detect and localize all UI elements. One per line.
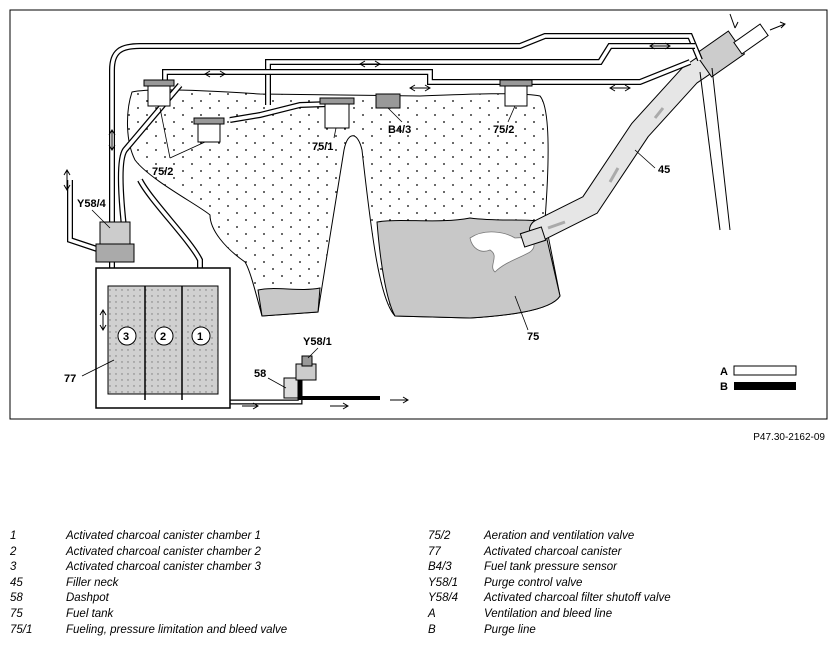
legend-desc: Activated charcoal canister chamber 3 [66,561,261,574]
legend-desc: Dashpot [66,592,109,605]
legend-key: 3 [10,561,17,574]
label-75-1: 75/1 [312,141,333,153]
legend-key: 75/2 [428,530,451,542]
legend-desc: Activated charcoal filter shutoff valve [484,592,671,605]
chamber-2-badge [154,326,174,346]
label-75-2-left: 75/2 [152,166,173,178]
leader-lines [81,105,656,389]
label-y58-1: Y58/1 [303,336,332,348]
label-y58-4: Y58/4 [77,198,107,210]
legend-row: 77 Activated charcoal canister [428,546,671,562]
legend-row: 2 Activated charcoal canister chamber 2 [10,546,287,562]
label-chamber-2: 2 [160,331,166,343]
dashpot-58 [283,377,299,399]
legend-row: Y58/1 Purge control valve [428,577,671,593]
legend-row: 75/1 Fueling, pressure limitation and ble… [10,624,287,640]
legend-key: Y58/1 [428,576,459,589]
diagram-frame [9,9,828,420]
key-b-label: B [720,381,728,393]
label-58: 58 [254,368,266,380]
legend-desc: Aeration and ventilation valve [484,530,635,542]
fuel-level-left [257,287,321,317]
legend-key: 2 [10,545,17,558]
legend-desc: Fueling, pressure limitation and bleed v… [66,623,288,636]
legend-row: 3 Activated charcoal canister chamber 3 [10,561,287,577]
valve-75-2-right [499,79,533,107]
legend-key: 45 [10,576,23,589]
label-b4-3: B4/3 [388,124,411,136]
key-a-swatch [733,365,797,376]
legend-row: 75 Fuel tank [10,608,287,624]
legend-row: 1 Activated charcoal canister chamber 1 [10,530,287,546]
legend-desc: Filler neck [66,576,119,589]
sensor-b4-3 [375,93,401,109]
legend-desc: Activated charcoal canister [484,545,622,558]
label-45: 45 [658,164,670,176]
legend-row: B4/3 Fuel tank pressure sensor [428,561,671,577]
key-b-swatch [734,382,796,390]
legend-desc: Ventilation and bleed line [484,607,613,620]
flow-arrows [63,13,786,410]
label-77: 77 [64,373,76,385]
legend-row: 45 Filler neck [10,577,287,593]
legend-key: B [428,623,436,636]
legend-row: A Ventilation and bleed line [428,608,671,624]
legend-key: 77 [428,545,441,558]
legend-key: 58 [10,592,23,605]
legend-desc: Fuel tank [66,607,114,620]
purge-line [298,372,380,400]
label-75-2-right: 75/2 [493,124,514,136]
legend-left-column: 1 Activated charcoal canister chamber 1 2… [10,530,287,639]
ventilation-lines [67,33,703,405]
legend-key: 1 [10,530,17,542]
legend-row: Y58/4 Activated charcoal filter shutoff v… [428,592,671,608]
legend-key: Y58/4 [428,592,459,605]
legend-key: 75 [10,607,23,620]
legend-row: 75/2 Aeration and ventilation valve [428,530,671,546]
legend-desc: Purge control valve [484,576,583,589]
legend-desc: Activated charcoal canister chamber 1 [66,530,261,542]
label-chamber-3: 3 [123,331,129,343]
legend-desc: Fuel tank pressure sensor [484,561,617,574]
document-id: P47.30-2162-09 [753,432,825,443]
legend-key: 75/1 [10,623,33,636]
fuel-splash [469,231,535,273]
chamber-3-badge [117,326,137,346]
legend-desc: Purge line [484,623,536,636]
filler-neck [519,23,769,248]
legend-desc: Activated charcoal canister chamber 2 [66,545,261,558]
label-chamber-1: 1 [197,331,203,343]
valve-y58-4 [95,221,135,263]
key-a-label: A [720,366,728,378]
valve-75-1 [319,97,355,129]
purge-valve-y58-1 [295,355,317,381]
charcoal-canister [95,267,231,409]
chamber-1-badge [191,326,211,346]
valve-75-2-left-a [143,79,175,107]
label-75: 75 [527,331,539,343]
legend-row: 58 Dashpot [10,592,287,608]
valve-75-2-left-b [193,117,225,143]
system-diagram: Y58/4 75/2 75/1 B4/3 75/2 45 75 77 58 Y5… [9,9,828,420]
legend-key: A [428,607,436,620]
legend-row: B Purge line [428,624,671,640]
legend-key: B4/3 [428,561,452,574]
